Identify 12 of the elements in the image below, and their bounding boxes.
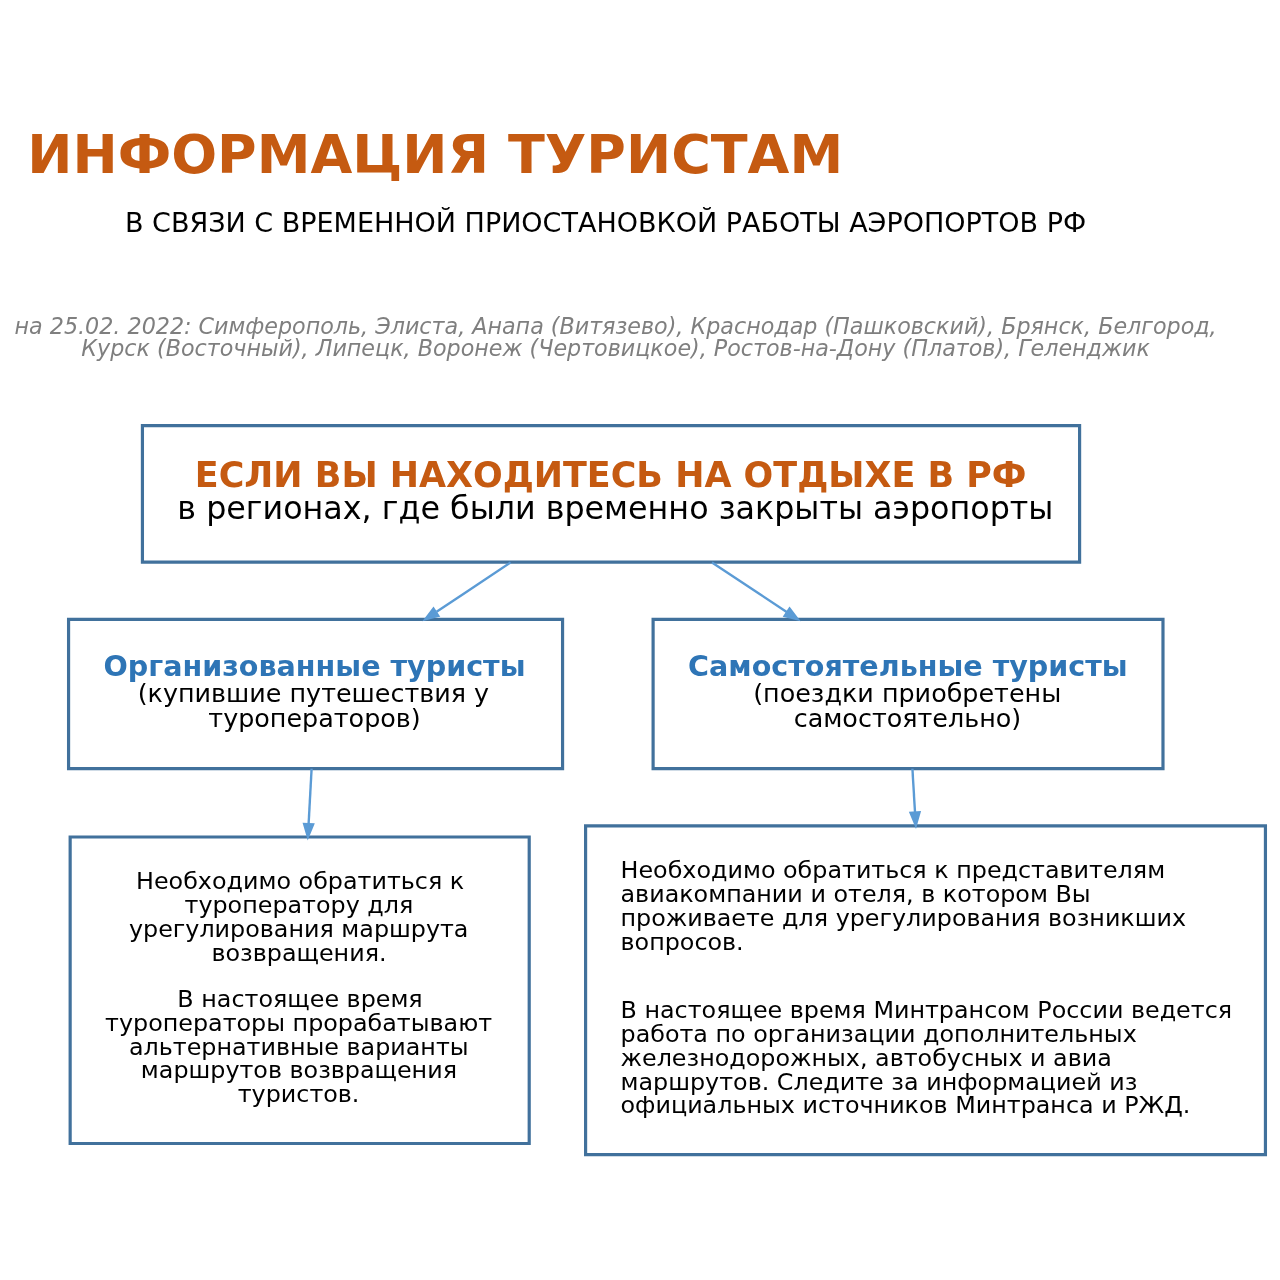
arrow [302, 768, 315, 841]
node-box: Самостоятельные туристы (поездки приобретены самостоятельно) [651, 617, 1165, 771]
arrow [422, 561, 512, 622]
node-box: ЕСЛИ ВЫ НАХОДИТЕСЬ НА ОТДЫХЕ В РФ в регионах, где были временно закрыты аэропорты [140, 423, 1082, 564]
label: В СВЯЗИ С ВРЕМЕННОЙ ПРИОСТАНОВКОЙ РАБОТЫ АЭРОПОРТОВ РФ [124, 206, 1087, 238]
diagram-title: ИНФОРМАЦИЯ ТУРИСТАМ [27, 123, 844, 187]
arrow [711, 561, 801, 622]
node-box: Необходимо обратиться к туроператору для урегулирования маршрута возвращения. В настоящее время туроператоры прорабатывают альтернативные варианты маршрутов возвращения туристов. [68, 835, 531, 1146]
node-box: Организованные туристы (купившие путешествия у туроператоров) [66, 617, 565, 771]
label: на 25.02. 2022: Симферополь, Элиста, Анапа (Витязево), Краснодар (Пашковский), Брянск, Белгород, Курск (Восточный), Липецк, Воронеж (Чертовицкое), Ростов-на-Дону (Платов), Геленджик [14, 312, 1217, 361]
arrow [908, 768, 922, 829]
node-box: Необходимо обратиться к представителям авиакомпании и отеля, в котором Вы проживаете для урегулирования возникших вопросов. В настоящее время Минтрансом России ведется работа по организации дополнительных железнодорожных, автобусных и авиа маршрутов. Следите за информацией из официальных источников Минтранса и РЖД. [584, 824, 1268, 1157]
